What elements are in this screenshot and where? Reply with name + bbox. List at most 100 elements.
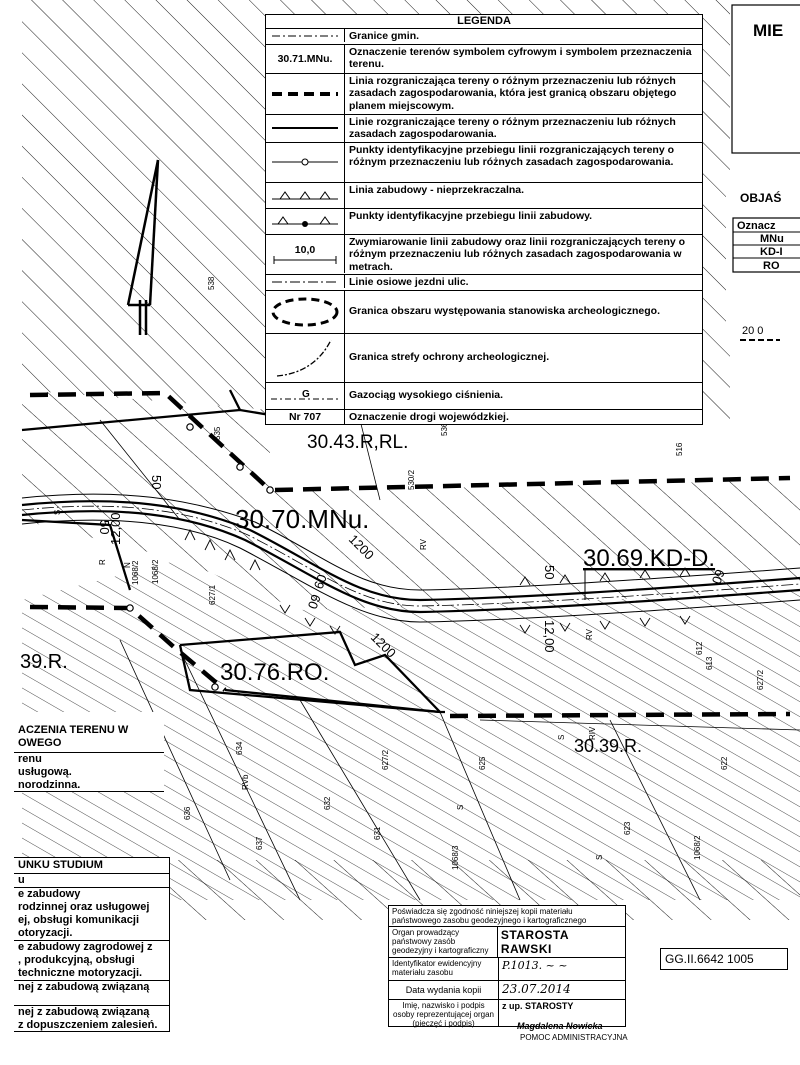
dimension-label: 50 — [149, 475, 164, 489]
parcel-number: RIV — [588, 726, 597, 740]
zone-label: 39.R. — [20, 651, 68, 673]
municipal-border-symbol — [272, 35, 338, 36]
reference-number: GG.II.6642 1005 — [660, 948, 788, 970]
parcel-number: 623 — [623, 821, 632, 835]
legend-item: Linia zabudowy - nieprzekraczalna. — [266, 181, 702, 208]
certificate-stamp: Poświadcza się zgodność niniejszej kopii… — [388, 905, 626, 1028]
legend-item: 10,0 Zwymiarowanie linii zabudowy oraz l… — [266, 233, 702, 275]
zone-label: 30.70.MNu. — [235, 504, 369, 534]
building-line-symbol — [272, 191, 338, 200]
objas-row: MNu — [760, 233, 784, 245]
legend-item: G Gazociąg wysokiego ciśnienia. — [266, 381, 702, 409]
gas-pipeline-symbol: G — [271, 389, 339, 400]
sheet-title: MIE — [753, 21, 783, 40]
building-line-marks — [184, 528, 691, 635]
studium-box: UNKU STUDIUM u e zabudowy rodzinnej oraz… — [14, 857, 170, 1032]
building-point-symbol — [272, 216, 338, 227]
dimension-label: 60 — [311, 572, 330, 591]
signature-stamp: z up. STAROSTY — [502, 1001, 574, 1011]
zone-label: 30.69.KD-D. — [583, 545, 715, 572]
archaeological-site-symbol — [271, 297, 339, 326]
id-points — [126, 423, 274, 691]
scale-label: 20 0 — [742, 325, 763, 337]
parcel-number: 535 — [213, 426, 222, 440]
parcel-number: 1068/2 — [151, 559, 160, 584]
legend: LEGENDA Granice gmin. 30.71.MNu. Oznacze… — [265, 14, 703, 425]
axis-line-symbol — [272, 281, 338, 282]
plan-boundary — [29, 390, 791, 719]
parcel-number: 625 — [478, 756, 487, 770]
parcel-number: RV — [419, 538, 428, 550]
parcel-number: 636 — [183, 806, 192, 820]
legend-item: Linie rozgraniczające tereny o różnym pr… — [266, 113, 702, 142]
zone-label: 30.39.R. — [574, 736, 642, 756]
studium-title: UNKU STUDIUM — [14, 858, 169, 874]
dimension-label: 09 — [305, 592, 324, 611]
signer-name: Magdalena Nowicka — [517, 1021, 603, 1031]
zoning-lines — [21, 389, 445, 714]
parcel-numbers: 538 535 536 530/2 516 627/1 612 613 625 … — [53, 276, 765, 870]
parcel-number: 613 — [705, 656, 714, 670]
svg-text:G: G — [302, 389, 310, 400]
parcel-number: 1068/3 — [451, 845, 460, 870]
mast — [126, 159, 160, 335]
parcel-number: S — [456, 805, 465, 810]
zone-labels: 30.43.R,RL. 30.70.MNu. 30.69.KD-D. 30.76… — [20, 432, 715, 756]
parcel-number: 516 — [675, 442, 684, 456]
legend-item: Granice gmin. — [266, 28, 702, 44]
parcel-number: S — [557, 735, 566, 740]
parcel-number: 538 — [207, 276, 216, 290]
parcel-number: 1068/2 — [693, 835, 702, 860]
parcel-number: 612 — [695, 641, 704, 655]
signer-role: POMOC ADMINISTRACYJNA — [520, 1033, 628, 1042]
legend-item: Linia rozgraniczająca tereny o różnym pr… — [266, 72, 702, 114]
dimension-label: 50 — [97, 520, 112, 534]
top-right-sheet: MIE OBJAŚ Oznacz MNu KD-I RO 20 0 — [726, 4, 800, 341]
dimension-label: 12,00 — [108, 512, 123, 545]
zone-label: 30.43.R,RL. — [307, 432, 408, 453]
dimension-label: 09 — [709, 567, 728, 586]
parcel-number: 536 — [440, 422, 449, 436]
parcel-number: 627/1 — [208, 584, 217, 605]
parcel-number: RV — [585, 628, 594, 640]
parcel-number: N — [123, 562, 132, 568]
id-point-symbol — [272, 158, 338, 166]
parcel-number: S — [595, 855, 604, 860]
plan-boundary-symbol — [272, 91, 338, 96]
parcel-number: 637 — [255, 836, 264, 850]
zone-label: 30.76.RO. — [220, 659, 329, 686]
legend-title: LEGENDA — [457, 15, 511, 27]
parcel-number: 1068/2 — [131, 560, 140, 585]
parcel-number: 622 — [720, 756, 729, 770]
parcel-number: 632 — [323, 796, 332, 810]
legend-item: Punkty identyfikacyjne przebiegu linii r… — [266, 141, 702, 182]
dimension-label: 50 — [542, 565, 557, 579]
dimension-symbol — [273, 255, 337, 264]
parcel-number: RVb — [241, 774, 250, 790]
designation-title: ACZENIA TERENU W — [18, 724, 129, 736]
parcel-number: 631 — [373, 826, 382, 840]
id-value: P.1013. ~ ~ — [502, 959, 568, 972]
parcel-number: S — [53, 510, 62, 515]
designation-box: ACZENIA TERENU W OWEGO renu usługową. no… — [14, 712, 164, 792]
zoning-line-symbol — [272, 127, 338, 129]
organ-value: STAROSTA RAWSKI — [500, 928, 569, 956]
legend-item: Linie osiowe jezdni ulic. — [266, 274, 702, 290]
road — [21, 493, 800, 623]
parcel-lines — [99, 419, 800, 901]
objas-row: KD-I — [760, 246, 783, 258]
parcel-number: 627/2 — [756, 669, 765, 690]
parcel-number: 530/2 — [407, 469, 416, 490]
legend-item: Nr 707 Oznaczenie drogi wojewódzkiej. — [266, 408, 702, 425]
certificate-header: Poświadcza się zgodność niniejszej kopii… — [392, 907, 587, 925]
dimension-label: 12,00 — [542, 620, 557, 653]
objas-row: RO — [763, 260, 780, 272]
parcel-number: 634 — [235, 741, 244, 755]
objas-row: Oznacz — [737, 220, 776, 232]
legend-item: Punkty identyfikacyjne przebiegu linii z… — [266, 207, 702, 234]
parcel-number: 627/2 — [381, 749, 390, 770]
legend-item: Granica obszaru występowania stanowiska … — [266, 289, 702, 333]
archaeological-zone-symbol — [276, 339, 332, 377]
date-value: 23.07.2014 — [502, 982, 571, 996]
parcel-number: R — [98, 559, 107, 565]
